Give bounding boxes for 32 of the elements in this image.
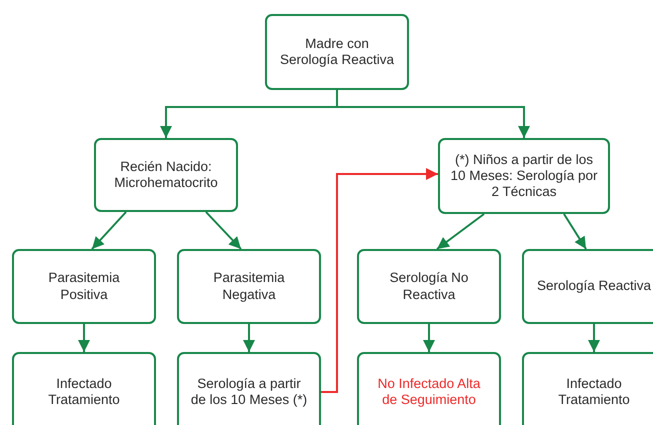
- arrow: [321, 168, 438, 393]
- box-text: Serología a partir de los 10 Meses (*): [190, 376, 308, 408]
- box-text: (*) Niños a partir de los 10 Meses: Serología por 2 Técnicas: [450, 152, 598, 200]
- process-box: [12, 352, 156, 425]
- arrow: [563, 213, 587, 250]
- process-box: [12, 249, 156, 324]
- arrow: [78, 324, 90, 352]
- arrow: [243, 324, 255, 352]
- process-box: [265, 14, 409, 90]
- box-text: Infectado Tratamiento: [557, 376, 631, 408]
- arrow: [205, 211, 242, 250]
- box-text: Recién Nacido: Microhematocrito: [113, 158, 219, 192]
- process-box: [177, 352, 321, 425]
- process-box: [522, 249, 653, 324]
- arrow: [336, 90, 530, 138]
- box-text: Parasitemia Positiva: [47, 270, 121, 303]
- box-text: Madre con Serología Reactiva: [278, 36, 396, 68]
- box-text: Parasitemia Negativa: [212, 270, 286, 303]
- arrow: [588, 324, 600, 352]
- arrow: [436, 213, 485, 250]
- process-box: [522, 352, 653, 425]
- process-box: [357, 249, 501, 324]
- arrow: [423, 324, 435, 352]
- arrow: [91, 211, 127, 250]
- box-text: No Infectado Alta de Seguimiento: [376, 376, 482, 408]
- box-text: Serología Reactiva: [536, 278, 652, 295]
- process-box: [94, 138, 238, 212]
- process-box: [177, 249, 321, 324]
- process-box: [438, 138, 610, 214]
- box-text: Serología No Reactiva: [388, 270, 470, 303]
- process-box: [357, 352, 501, 425]
- box-text: Infectado Tratamiento: [47, 376, 121, 408]
